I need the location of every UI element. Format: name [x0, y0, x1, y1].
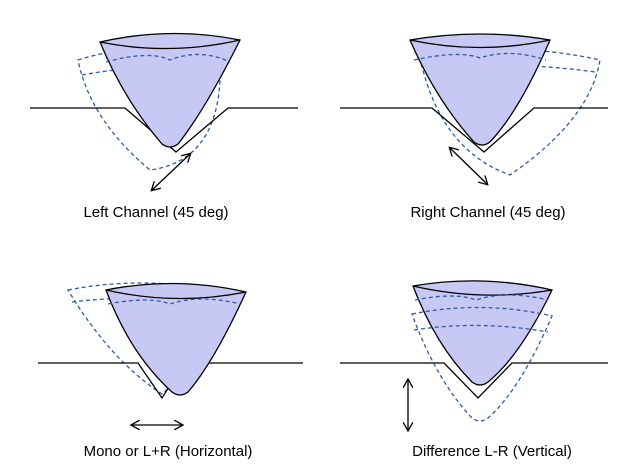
- groove-line: [340, 362, 608, 399]
- groove-line: [38, 362, 303, 400]
- motion-arrow-diagonal: [450, 148, 487, 184]
- panel-left-channel: Left Channel (45 deg): [30, 32, 298, 221]
- stylus-rim: [99, 39, 241, 50]
- stylus-rim: [412, 285, 553, 296]
- stylus-body: [412, 280, 553, 386]
- panel-difference: Difference L-R (Vertical): [340, 280, 608, 460]
- panel-caption: Mono or L+R (Horizontal): [84, 443, 253, 460]
- stylus-wavy-line: [107, 298, 241, 305]
- stylus-body: [409, 33, 551, 146]
- stylus-wavy-line: [413, 52, 547, 61]
- panel-mono: Mono or L+R (Horizontal): [38, 282, 303, 460]
- stylus-rim: [409, 39, 551, 49]
- stylus-body: [105, 282, 247, 396]
- panel-caption: Left Channel (45 deg): [83, 204, 228, 221]
- stylus-wavy-line: [414, 294, 549, 301]
- panel-caption: Right Channel (45 deg): [410, 204, 565, 221]
- panel-caption: Difference L-R (Vertical): [412, 443, 572, 460]
- panel-right-channel: Right Channel (45 deg): [340, 33, 608, 221]
- stylus-wavy-line: [105, 53, 231, 63]
- groove-line: [30, 107, 298, 153]
- motion-arrow-diagonal: [152, 154, 190, 190]
- displaced-stylus-outline: [411, 306, 553, 422]
- stylus-body: [99, 32, 241, 148]
- stylus-rim: [105, 289, 247, 300]
